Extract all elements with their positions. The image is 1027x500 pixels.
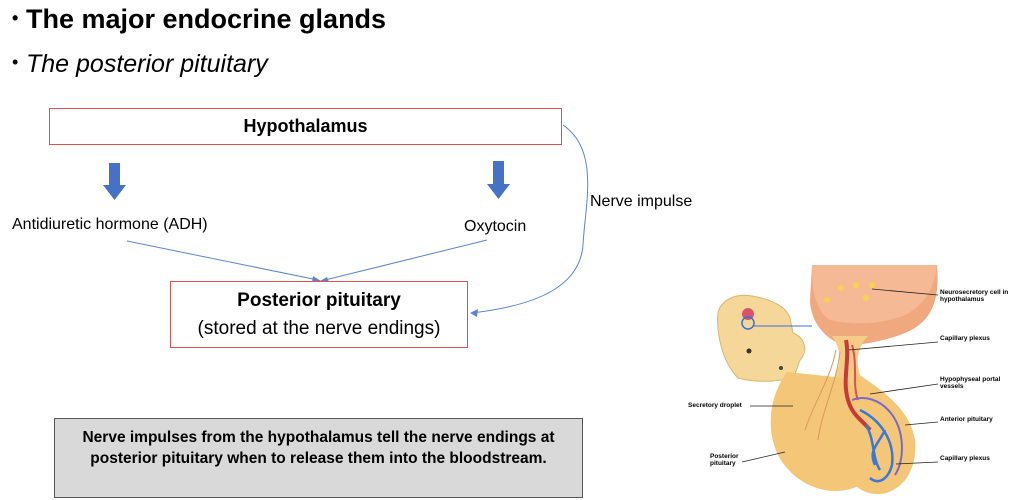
anterior-pituitary-label: Anterior pituitary bbox=[940, 416, 993, 423]
nerve-impulse-label: Nerve impulse bbox=[590, 193, 693, 210]
portal-vessels-label: Hypophyseal portal vessels bbox=[940, 376, 1001, 390]
capillary-plexus-bottom-label: Capillary plexus bbox=[940, 455, 990, 462]
slide-subtitle: •The posterior pituitary bbox=[12, 50, 268, 78]
posterior-pituitary-title: Posterior pituitary bbox=[237, 289, 401, 311]
neurosecretory-label: Neurosecretory cell in hypothalamus bbox=[940, 289, 1009, 303]
down-arrow-right bbox=[487, 161, 510, 199]
nerve-impulse-curve bbox=[471, 124, 589, 314]
adh-label: Antidiuretic hormone (ADH) bbox=[12, 216, 208, 233]
capillary-plexus-top-label: Capillary plexus bbox=[940, 335, 990, 342]
pituitary-illustration bbox=[717, 265, 939, 495]
hypothalamus-label: Hypothalamus bbox=[243, 116, 368, 136]
posterior-pituitary-illus-label: Posterior pituitary bbox=[710, 453, 739, 467]
adh-to-pituitary-line bbox=[126, 240, 319, 281]
secretory-droplet-label: Secretory droplet bbox=[688, 402, 742, 409]
posterior-pituitary-subtitle: (stored at the nerve endings) bbox=[197, 317, 441, 339]
oxytocin-label: Oxytocin bbox=[464, 218, 527, 235]
hypothalamus-box: Hypothalamus bbox=[49, 108, 562, 145]
explanation-note: Nerve impulses from the hypothalamus tel… bbox=[54, 418, 583, 498]
posterior-pituitary-box: Posterior pituitary (stored at the nerve… bbox=[170, 281, 468, 348]
oxytocin-to-pituitary-line bbox=[324, 239, 488, 281]
down-arrow-left bbox=[103, 163, 126, 200]
slide-title: •The major endocrine glands bbox=[12, 4, 387, 34]
